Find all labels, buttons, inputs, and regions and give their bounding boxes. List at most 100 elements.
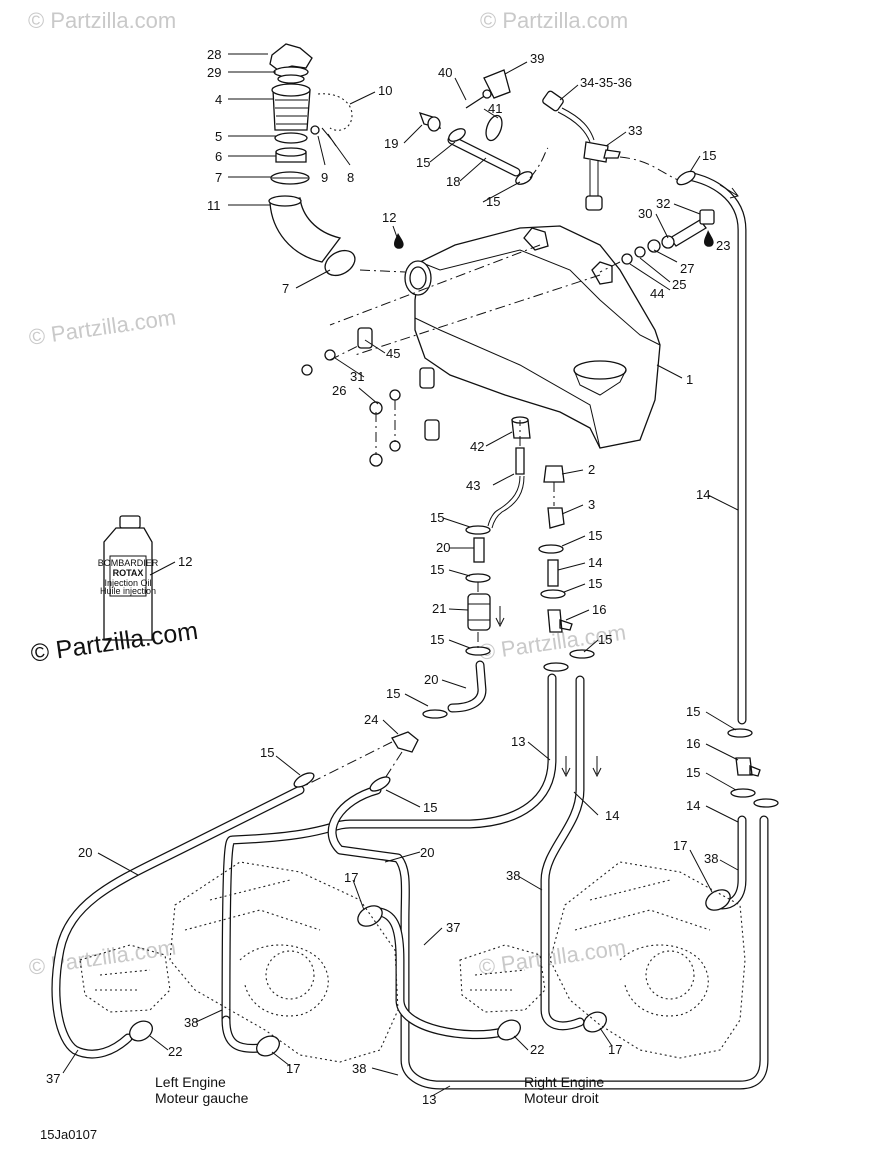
callout-14: 14 — [605, 808, 619, 823]
callout-15: 15 — [486, 194, 500, 209]
callout-19: 19 — [384, 136, 398, 151]
bottle-brand: ROTAX — [113, 568, 144, 578]
callout-25: 25 — [672, 277, 686, 292]
callout-43: 43 — [466, 478, 480, 493]
callout-44: 44 — [650, 286, 664, 301]
callout-15: 15 — [430, 562, 444, 577]
flow-arrow-icon — [495, 606, 505, 628]
callout-26: 26 — [332, 383, 346, 398]
callout-9: 9 — [321, 170, 328, 185]
callout-38: 38 — [506, 868, 520, 883]
callout-15: 15 — [430, 510, 444, 525]
callout-41: 41 — [488, 101, 502, 116]
callout-30: 30 — [638, 206, 652, 221]
callout-32: 32 — [656, 196, 670, 211]
callout-13: 13 — [511, 734, 525, 749]
flow-arrow-icon — [592, 756, 602, 778]
callout-1: 1 — [686, 372, 693, 387]
callout-15: 15 — [588, 576, 602, 591]
callout-40: 40 — [438, 65, 452, 80]
callout-21: 21 — [432, 601, 446, 616]
engine-captions: Left Engine Moteur gauche Right Engine M… — [40, 1074, 604, 1142]
caption-left-engine-fr: Moteur gauche — [155, 1090, 249, 1106]
callout-37: 37 — [46, 1071, 60, 1086]
callout-15: 15 — [598, 632, 612, 647]
callout-15: 15 — [423, 800, 437, 815]
drawing-code: 15Ja0107 — [40, 1127, 97, 1142]
engine-icon — [459, 861, 746, 1059]
callout-3: 3 — [588, 497, 595, 512]
callout-15: 15 — [386, 686, 400, 701]
oil-tank — [329, 225, 661, 449]
callout-31: 31 — [350, 369, 364, 384]
callout-17: 17 — [673, 838, 687, 853]
callout-17: 17 — [286, 1061, 300, 1076]
callout-33: 33 — [628, 123, 642, 138]
callout-14: 14 — [696, 487, 710, 502]
callout-45: 45 — [386, 346, 400, 361]
callout-2: 2 — [588, 462, 595, 477]
callout-4: 4 — [215, 92, 222, 107]
callout-11: 11 — [207, 198, 221, 213]
callout-10: 10 — [378, 83, 392, 98]
callout-15: 15 — [416, 155, 430, 170]
callout-27: 27 — [680, 261, 694, 276]
callout-29: 29 — [207, 65, 221, 80]
watermark-faint: © Partzilla.com — [28, 8, 176, 33]
caption-right-engine: Right Engine — [524, 1074, 604, 1090]
callout-24: 24 — [364, 712, 378, 727]
callout-15: 15 — [686, 704, 700, 719]
watermark-faint: © Partzilla.com — [480, 8, 628, 33]
callout-7: 7 — [282, 281, 289, 296]
oil-bottle-icon: BOMBARDIER ROTAX Injection Oil Huile inj… — [98, 515, 159, 641]
callout-15: 15 — [702, 148, 716, 163]
callout-15: 15 — [686, 765, 700, 780]
callout-22: 22 — [168, 1044, 182, 1059]
callout-37: 37 — [446, 920, 460, 935]
callout-20: 20 — [420, 845, 434, 860]
tank-bolt-hardware — [599, 209, 715, 273]
filler-cap-assembly — [268, 43, 356, 277]
callout-38: 38 — [184, 1015, 198, 1030]
watermark-faint: © Partzilla.com — [27, 305, 177, 350]
oil-hoses-to-engines — [51, 673, 779, 1090]
callout-15: 15 — [260, 745, 274, 760]
feed-line-center — [299, 416, 602, 789]
callout-16: 16 — [592, 602, 606, 617]
callout-22: 22 — [530, 1042, 544, 1057]
callout-6: 6 — [215, 149, 222, 164]
callout-28: 28 — [207, 47, 221, 62]
watermark-faint: © Partzilla.com — [477, 935, 627, 980]
callout-20: 20 — [436, 540, 450, 555]
callout-8: 8 — [347, 170, 354, 185]
callout-14: 14 — [588, 555, 602, 570]
callout-13: 13 — [422, 1092, 436, 1107]
caption-left-engine: Left Engine — [155, 1074, 226, 1090]
callout-38: 38 — [704, 851, 718, 866]
callout-15: 15 — [430, 632, 444, 647]
callout-39: 39 — [530, 51, 544, 66]
flow-arrow-icon — [561, 756, 571, 778]
oil-drop-icon — [704, 230, 714, 247]
callout-5: 5 — [215, 129, 222, 144]
bottle-brand-top: BOMBARDIER — [98, 558, 159, 568]
vent-and-sensor-group — [418, 69, 679, 211]
callout-20: 20 — [424, 672, 438, 687]
watermark-faint: © Partzilla.com — [27, 935, 177, 980]
callout-18: 18 — [446, 174, 460, 189]
callout-42: 42 — [470, 439, 484, 454]
callout-15: 15 — [588, 528, 602, 543]
callout-12: 12 — [178, 554, 192, 569]
caption-right-engine-fr: Moteur droit — [524, 1090, 599, 1106]
callout-38: 38 — [352, 1061, 366, 1076]
callout-7: 7 — [215, 170, 222, 185]
callout-17: 17 — [608, 1042, 622, 1057]
return-hose-right — [676, 170, 747, 725]
bottle-line2: Huile injection — [100, 586, 156, 596]
engine-icon — [79, 861, 399, 1063]
callout-34-35-36: 34-35-36 — [580, 75, 632, 90]
callout-14: 14 — [686, 798, 700, 813]
callout-numbers: 28 29 4 5 6 7 11 10 9 8 7 12 40 39 34-35… — [46, 47, 730, 1107]
tank-mounting-hardware — [301, 327, 440, 467]
